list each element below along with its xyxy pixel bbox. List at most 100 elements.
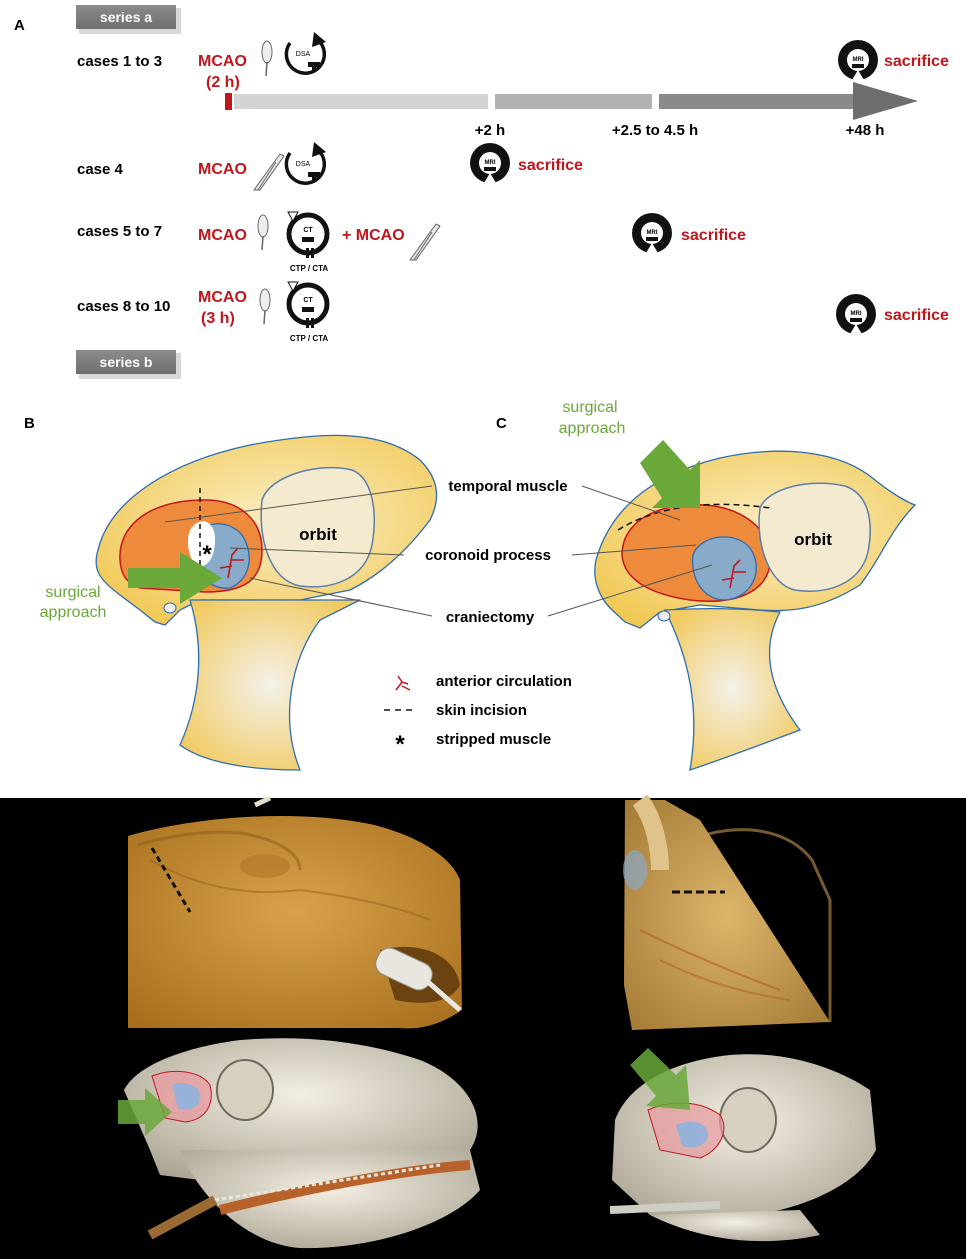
callouts: temporal muscle coronoid process craniec…: [164, 478, 713, 626]
row-3-mcao: MCAO: [198, 227, 247, 244]
row-3-cases: cases 5 to 7: [77, 223, 162, 240]
row-4-cases: cases 8 to 10: [77, 298, 170, 315]
row-3-sacrifice: sacrifice: [681, 227, 746, 244]
panel-b: B orbit * surgical approach: [24, 415, 438, 771]
ct-render-panel: [0, 794, 966, 1259]
anterior-circulation-vessel: [219, 547, 244, 579]
green-arrow-render: [118, 1088, 172, 1136]
callout-line: [249, 577, 433, 617]
bone-skull-render-left: [118, 1038, 480, 1249]
legend: anterior circulation skin incision * str…: [384, 673, 572, 758]
ear-foramen-c: [657, 610, 671, 622]
callout-line: [547, 564, 713, 617]
panel-a-letter: A: [14, 17, 25, 34]
ctp-cta-label: CTP / CTA: [290, 334, 329, 343]
skin-incision-c: [617, 503, 771, 531]
timeline: +2 h +2.5 to 4.5 h +48 h: [225, 82, 918, 139]
row-2-sacrifice: sacrifice: [518, 157, 583, 174]
dsa-icon: DSA: [284, 142, 327, 185]
row-1-duration: (2 h): [206, 74, 240, 91]
dsa-icon: DSA: [284, 32, 327, 75]
ct-icon: CT: [286, 211, 330, 258]
forceps-icon: [409, 223, 441, 261]
approach-label-b: approach: [40, 604, 107, 621]
panel-c: C orbit surgical approach: [496, 399, 917, 771]
green-arrow-render: [630, 1048, 690, 1110]
ct-icon-label: CT: [303, 227, 313, 234]
coronoid-process-label: coronoid process: [425, 547, 551, 564]
panel-a: A series a +2 h +2.5 to 4.5 h +48 h case…: [14, 5, 949, 379]
row-cases-1-3: cases 1 to 3 MCAO (2 h) DSA MRI sa: [77, 32, 949, 91]
balloon-catheter-icon: [259, 288, 271, 325]
gold-head-render-right: [623, 794, 832, 1030]
tick-2-5-4-5h: +2.5 to 4.5 h: [612, 122, 698, 139]
ct-icon: CT: [286, 281, 330, 328]
anterior-circulation-vessel: [721, 559, 746, 589]
green-arrow-b: [128, 552, 222, 604]
stripped-muscle-asterisk-b: *: [202, 541, 212, 568]
row-2-mcao: MCAO: [198, 161, 247, 178]
timeline-segment-1: [234, 94, 488, 109]
legend-skin-incision: skin incision: [436, 702, 527, 719]
tick-2h: +2 h: [475, 122, 505, 139]
mri-icon: MRI: [838, 40, 878, 80]
orbit-label-c: orbit: [794, 530, 832, 549]
row-1-cases: cases 1 to 3: [77, 53, 162, 70]
dsa-icon-label: DSA: [296, 161, 311, 168]
balloon-catheter-icon: [257, 214, 269, 251]
craniectomy-label: craniectomy: [446, 609, 535, 626]
mri-icon: MRI: [632, 213, 672, 253]
row-case-4: case 4 MCAO DSA MRI sacrifice: [77, 142, 583, 191]
row-4-sacrifice: sacrifice: [884, 307, 949, 324]
surgical-label-c: surgical: [562, 399, 617, 416]
row-4-duration: (3 h): [201, 310, 235, 327]
row-cases-5-7: cases 5 to 7 MCAO CT CTP / CTA + MCAO: [77, 211, 746, 273]
craniectomy-shape: [691, 536, 757, 601]
stripped-muscle-shape: [187, 521, 215, 567]
panel-b-letter: B: [24, 415, 35, 432]
series-a-tab: series a: [76, 5, 181, 34]
neck-bone: [663, 608, 802, 771]
series-a-label: series a: [100, 9, 152, 25]
series-b-tab: series b: [76, 350, 181, 379]
ctp-cta-label: CTP / CTA: [290, 264, 329, 273]
mri-icon: MRI: [470, 143, 510, 183]
temporal-muscle-label: temporal muscle: [448, 478, 567, 495]
skin-incision-render: [150, 847, 192, 913]
bone-skull-render-right: [609, 1048, 876, 1242]
stripped-muscle-icon: *: [395, 731, 405, 758]
timeline-arrowhead: [853, 82, 918, 120]
series-b-label: series b: [100, 354, 153, 370]
tick-48h: +48 h: [846, 122, 885, 139]
timeline-segment-2: [495, 94, 652, 109]
orbit-outline: [758, 482, 871, 592]
approach-label-c: approach: [559, 420, 626, 437]
legend-anterior-circulation: anterior circulation: [436, 673, 572, 690]
row-3-second-mcao: + MCAO: [342, 227, 405, 244]
forceps-icon: [253, 153, 285, 191]
neck-bone: [179, 599, 361, 771]
ct-icon-label: CT: [303, 297, 313, 304]
panel-c-letter: C: [496, 415, 507, 432]
callout-line: [164, 485, 433, 523]
timeline-start-marker: [225, 93, 232, 110]
ear-foramen-b: [163, 602, 177, 614]
row-2-cases: case 4: [77, 161, 124, 178]
row-1-mcao: MCAO: [198, 53, 247, 70]
anterior-circulation-icon: [395, 675, 411, 691]
dsa-icon-label: DSA: [296, 51, 311, 58]
mri-icon-label: MRI: [485, 160, 496, 166]
callout-line: [581, 485, 681, 521]
mri-icon-label: MRI: [853, 57, 864, 63]
timeline-segment-3: [659, 94, 853, 109]
orbit-label-b: orbit: [299, 525, 337, 544]
callout-line: [229, 547, 405, 556]
mri-icon: MRI: [836, 294, 876, 334]
surgical-label-b: surgical: [45, 584, 100, 601]
row-4-mcao: MCAO: [198, 289, 247, 306]
gold-head-render-left: [128, 795, 462, 1029]
row-cases-8-10: cases 8 to 10 MCAO (3 h) CT CTP / CTA: [77, 281, 949, 343]
row-1-sacrifice: sacrifice: [884, 53, 949, 70]
green-arrow-c: [640, 440, 700, 508]
balloon-catheter-icon: [261, 40, 273, 77]
